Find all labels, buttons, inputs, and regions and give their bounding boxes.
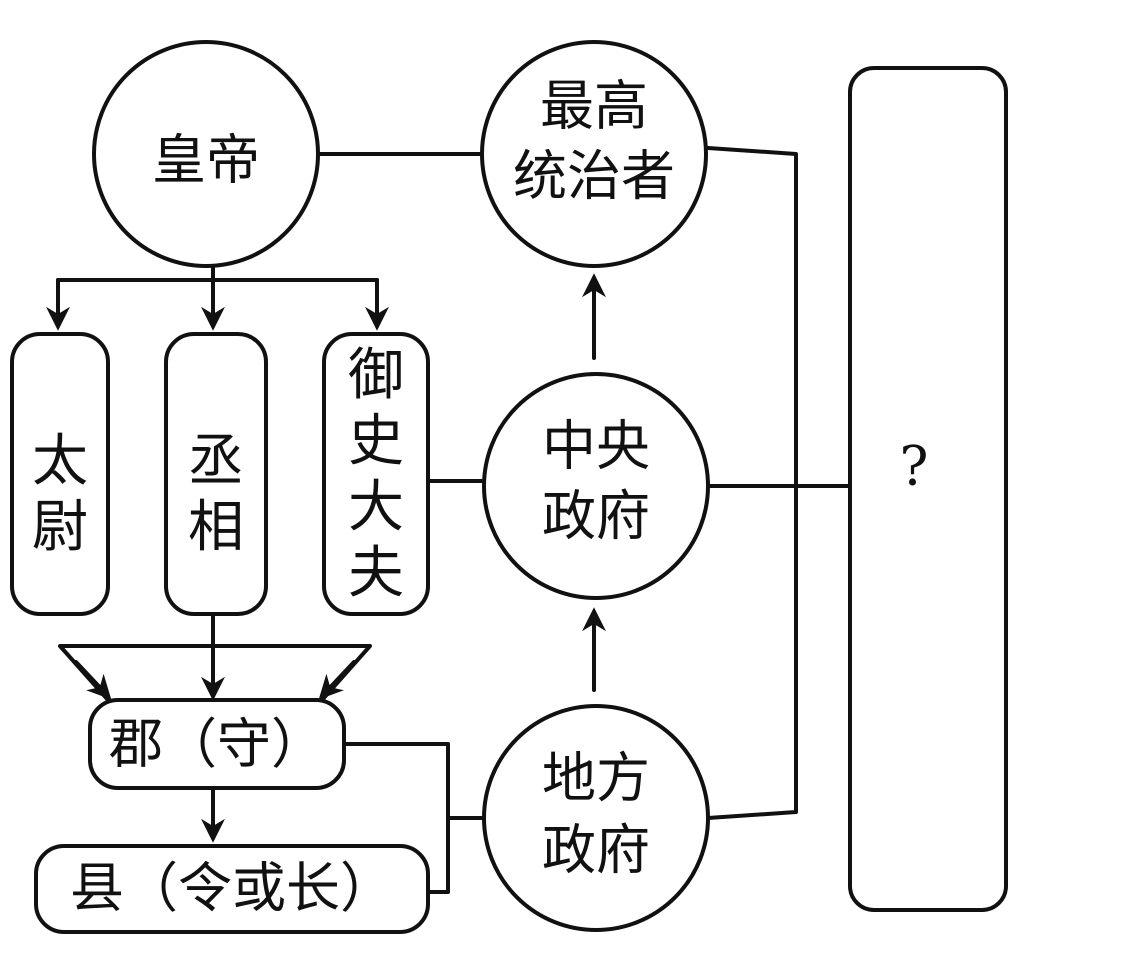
node-unknown-box: ? [848,66,1008,912]
vertical-char: 丞 [188,429,244,494]
funnel-right-arrow [318,660,356,700]
node-taiwei: 太尉 [10,332,110,616]
vertical-char: 大 [348,475,404,540]
node-yushi-dafu: 御史大夫 [322,332,430,616]
node-chengxiang: 丞相 [164,332,268,616]
vertical-char: 夫 [348,541,404,606]
label-local-gov-line1: 地方 [542,747,650,810]
label-commandery: 郡（守） [109,713,325,776]
label-central-gov-line1: 中央 [542,415,650,478]
label-county: 县（令或长） [70,857,394,920]
node-central-government: 中央 政府 [482,372,710,600]
label-question-mark: ? [900,435,929,498]
vertical-char: 太 [32,429,88,494]
label-taiwei: 太尉 [32,429,88,560]
label-emperor: 皇帝 [152,129,260,192]
label-local-gov-line2: 政府 [542,819,650,882]
vertical-char: 御 [348,343,404,408]
connectors [46,146,852,894]
vertical-char: 尉 [32,495,88,560]
node-supreme-ruler: 最高 统治者 [480,40,708,268]
connector-right-bracket [706,146,798,820]
vertical-char: 相 [188,495,244,560]
node-local-government: 地方 政府 [482,704,710,932]
node-commandery: 郡（守） [88,698,346,790]
vertical-char: 史 [348,409,404,474]
funnel-left-arrow [74,660,112,700]
label-chengxiang: 丞相 [188,429,244,560]
label-supreme-ruler-line1: 最高 [540,75,648,138]
label-supreme-ruler-line2: 统治者 [513,145,675,208]
label-central-gov-line2: 政府 [542,485,650,548]
node-county: 县（令或长） [34,844,430,934]
label-yushi-dafu: 御史大夫 [348,343,404,606]
node-emperor: 皇帝 [92,40,320,268]
